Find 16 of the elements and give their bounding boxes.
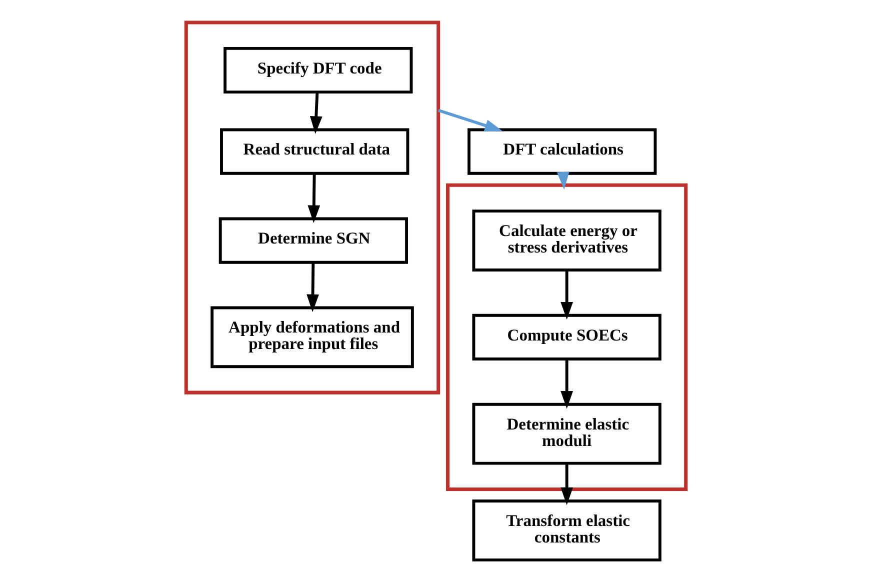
arrow — [560, 463, 573, 506]
node-box: Calculate energy or stress derivatives — [472, 210, 661, 272]
node-box: Compute SOECs — [472, 314, 661, 360]
arrow — [560, 359, 573, 409]
node-box: Determine elastic moduli — [472, 402, 661, 465]
node-box: Transform elastic constants — [472, 500, 661, 562]
cluster — [184, 20, 440, 394]
node-box: Apply deformations and prepare input files — [210, 306, 414, 368]
node-box: Specify DFT code — [223, 46, 412, 94]
arrow — [309, 92, 322, 134]
arrow — [437, 108, 502, 132]
node-box: Determine SGN — [218, 217, 408, 264]
arrow — [560, 270, 573, 320]
arrow — [306, 262, 318, 312]
arrow — [307, 174, 320, 224]
node-box: Read structural data — [220, 128, 409, 175]
